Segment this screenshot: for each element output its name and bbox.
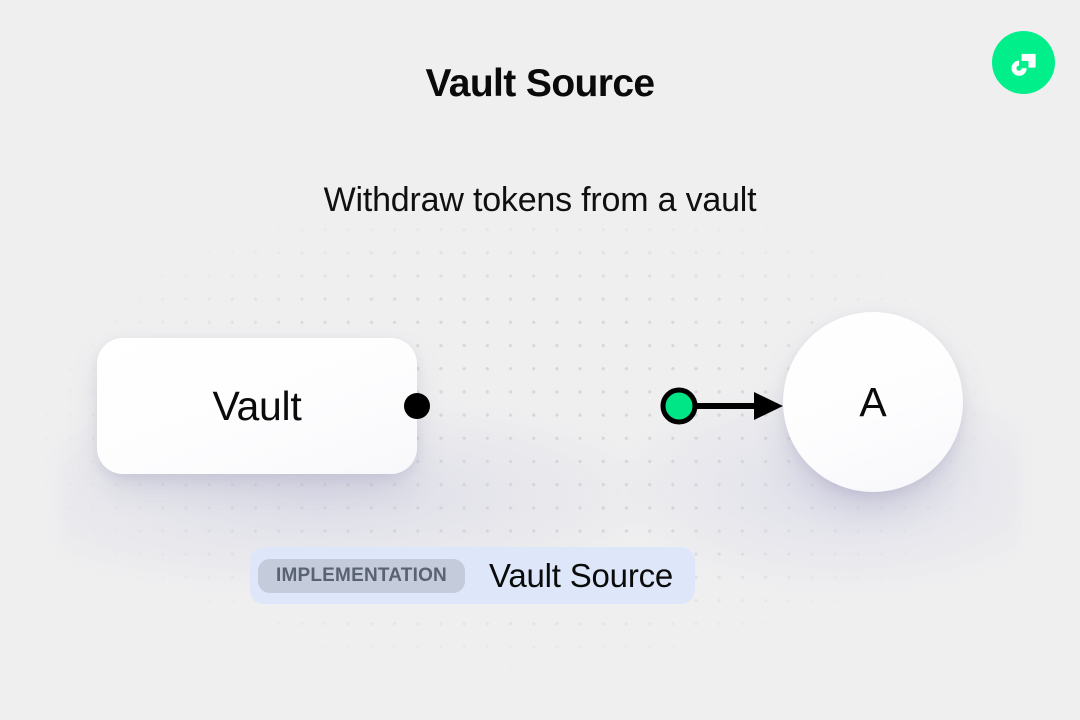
arrow-head-icon [754, 392, 783, 420]
implementation-tag: IMPLEMENTATION [258, 558, 465, 593]
node-vault[interactable]: Vault [97, 338, 417, 474]
page-subtitle: Withdraw tokens from a vault [323, 181, 757, 219]
node-a[interactable]: A [783, 312, 963, 492]
node-a-label: A [859, 378, 887, 425]
implementation-name: Vault Source [488, 556, 674, 594]
implementation-badge: IMPLEMENTATION Vault Source [250, 547, 696, 604]
node-vault-label: Vault [212, 382, 302, 429]
edge-midpoint-dot-icon[interactable] [660, 387, 698, 425]
flow-logo-icon [992, 31, 1055, 94]
page-title: Vault Source [425, 62, 655, 105]
